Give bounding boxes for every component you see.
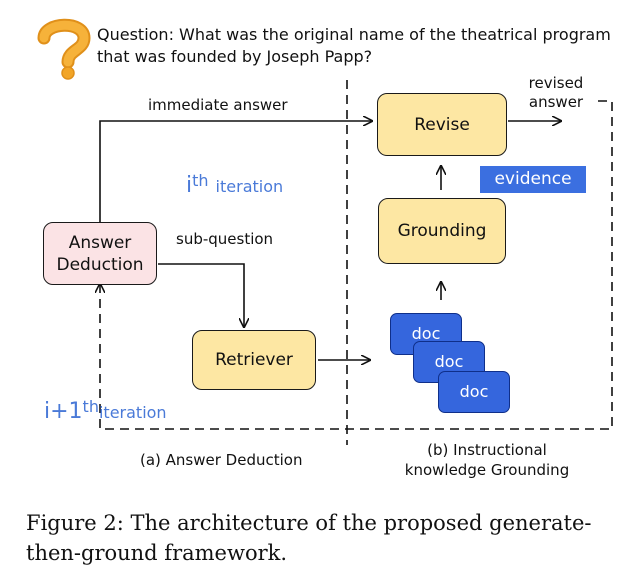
immediate-answer-arrow xyxy=(99,121,372,224)
retriever-node: Retriever xyxy=(192,330,316,390)
evidence-label: evidence xyxy=(480,166,586,193)
question-text: Question: What was the original name of … xyxy=(97,25,611,66)
revised-answer-label: revised answer xyxy=(528,74,584,111)
revise-node: Revise xyxy=(377,93,507,156)
doc-card-3: doc xyxy=(438,371,510,413)
grounding-node: Grounding xyxy=(378,198,506,264)
i-plus-1th-iteration-label: i+1thiteration xyxy=(44,397,167,424)
section-b-label: (b) Instructional knowledge Grounding xyxy=(404,441,570,479)
doc-card-1: doc xyxy=(390,313,462,355)
ith-iteration-label: ith iteration xyxy=(186,171,284,198)
sub-question-label: sub-question xyxy=(176,230,274,248)
figure-caption: Figure 2: The architecture of the propos… xyxy=(26,511,592,565)
sub-question-arrow xyxy=(158,263,244,327)
answer-deduction-node: Answer Deduction xyxy=(43,222,157,285)
immediate-answer-label: immediate answer xyxy=(148,96,288,114)
section-a-label: (a) Answer Deduction xyxy=(140,451,303,469)
feedback-loop-arrow xyxy=(100,100,613,430)
question-mark-icon xyxy=(37,18,91,80)
